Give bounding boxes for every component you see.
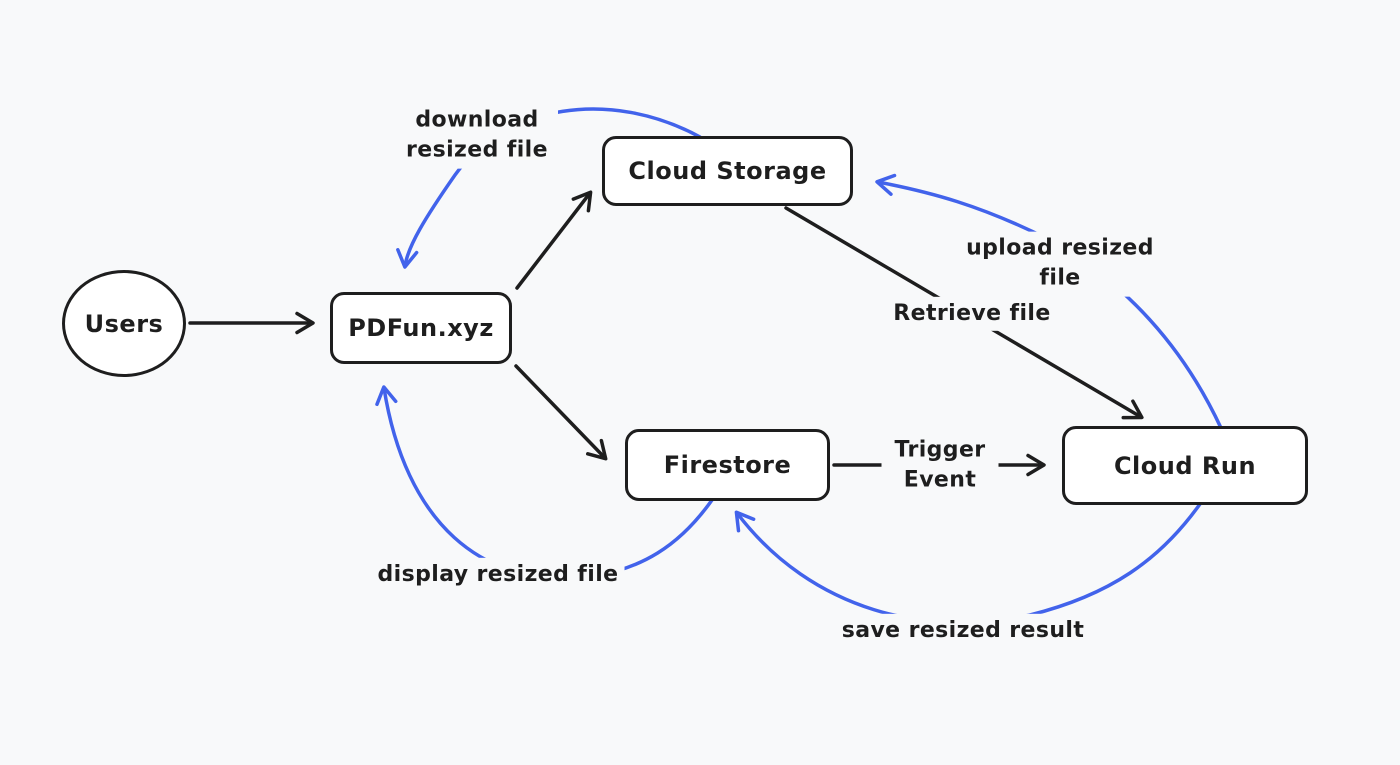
edge-label-upload-resized-file: upload resized file [956,231,1164,297]
node-pdfun-label: PDFun.xyz [348,314,494,342]
node-pdfun: PDFun.xyz [330,292,512,364]
edge-cloud-run-to-firestore-curve [734,502,1202,625]
edge-label-display-resized-file: display resized file [371,557,625,593]
node-users: Users [62,270,186,377]
edge-label-download-resized-file: download resized file [396,103,558,169]
node-cloud-run-label: Cloud Run [1113,451,1257,480]
node-firestore: Firestore [625,429,830,501]
node-users-label: Users [84,309,164,338]
edge-pdfun-to-cloud-storage [515,190,593,290]
edge-label-retrieve-file: Retrieve file [887,296,1057,332]
node-cloud-storage-label: Cloud Storage [628,157,827,185]
node-cloud-run: Cloud Run [1062,426,1308,505]
edge-pdfun-to-firestore [514,364,608,461]
node-firestore-label: Firestore [663,451,792,479]
edge-label-save-resized-result: save resized result [835,613,1091,649]
edge-label-trigger-event: Trigger Event [881,433,999,499]
node-cloud-storage: Cloud Storage [602,136,853,206]
